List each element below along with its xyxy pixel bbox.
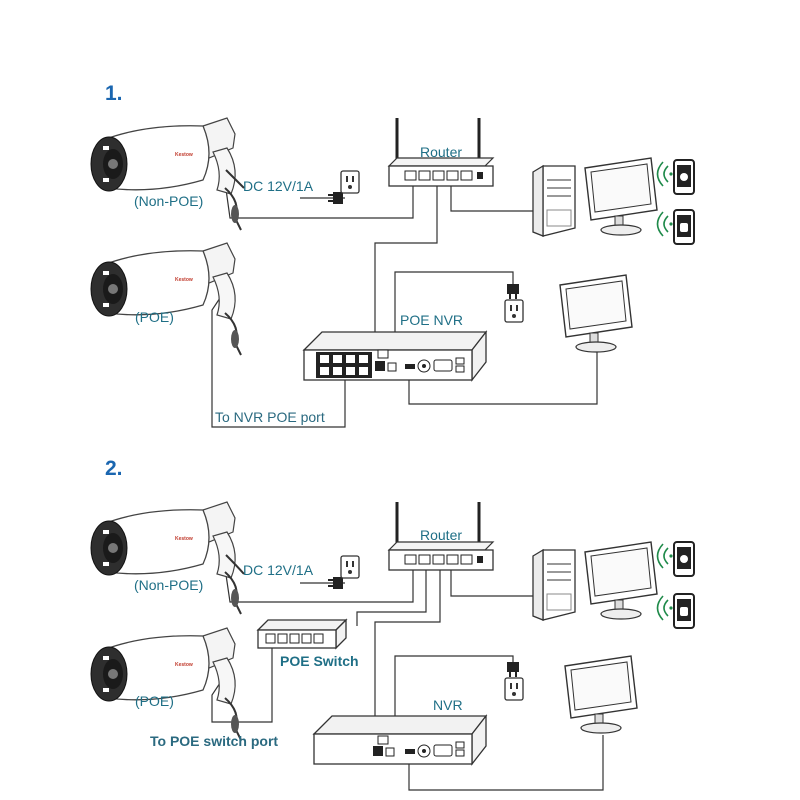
pc-tower-icon (532, 165, 576, 237)
apple-phone-icon (673, 159, 695, 195)
camera-icon (90, 501, 242, 615)
section-1: 1. Kestow (Non-POE) DC 12V/1A Ro (90, 82, 695, 428)
android-phone-icon (673, 593, 695, 629)
poe-label: (POE) (135, 309, 174, 325)
pc-tower (532, 165, 576, 237)
non-poe-camera: Kestow (90, 117, 242, 231)
poe-switch (256, 618, 348, 650)
power-label: DC 12V/1A (243, 562, 314, 578)
section-number: 2. (105, 457, 123, 480)
nvr-label: NVR (433, 697, 463, 713)
svg-text:Kestow: Kestow (175, 536, 193, 542)
apple-phone-icon (673, 541, 695, 577)
nvr-monitor (564, 655, 638, 734)
poe-nvr (302, 330, 488, 382)
power-plug-icon (507, 662, 519, 677)
connection-wires (211, 181, 598, 428)
power-outlet-icon (340, 555, 360, 579)
poe-camera: Kestow (90, 242, 242, 356)
section-number: 1. (105, 82, 123, 105)
nvr-label: POE NVR (400, 312, 463, 328)
router-label: Router (420, 527, 462, 543)
monitor-icon (559, 274, 633, 353)
svg-text:Kestow: Kestow (175, 662, 193, 668)
non-poe-label: (Non-POE) (134, 577, 203, 593)
wifi-icon (656, 211, 674, 237)
nvr (312, 714, 488, 766)
non-poe-camera: Kestow (90, 501, 242, 615)
camera-icon (90, 242, 242, 356)
camera-icon (90, 117, 242, 231)
pc-tower-icon (532, 549, 576, 621)
pc-monitor (584, 157, 658, 236)
power-label: DC 12V/1A (243, 178, 314, 194)
svg-text:Kestow: Kestow (175, 152, 193, 158)
poe-label: (POE) (135, 693, 174, 709)
power-outlet-icon (504, 677, 524, 701)
bottom-label: To POE switch port (150, 733, 278, 749)
monitor-icon (564, 655, 638, 734)
switch-label: POE Switch (280, 653, 359, 669)
poe-camera: Kestow (90, 627, 242, 741)
wifi-icon (656, 595, 674, 621)
monitor-icon (584, 157, 658, 236)
pc-tower (532, 549, 576, 621)
router-label: Router (420, 144, 462, 160)
wifi-icon (656, 543, 674, 569)
non-poe-label: (Non-POE) (134, 193, 203, 209)
power-outlet-icon (504, 299, 524, 323)
pc-monitor (584, 541, 658, 620)
power-outlet-icon (340, 170, 360, 194)
svg-text:Kestow: Kestow (175, 277, 193, 283)
power-plug-icon (507, 284, 519, 299)
android-phone-icon (673, 209, 695, 245)
bottom-label: To NVR POE port (215, 409, 325, 425)
section-2: 2. Kestow (Non-POE) DC 12V/1A Router (90, 457, 695, 791)
monitor-icon (584, 541, 658, 620)
nvr-monitor (559, 274, 633, 353)
wifi-icon (656, 161, 674, 187)
connection-wires (211, 567, 604, 791)
camera-icon (90, 627, 242, 741)
